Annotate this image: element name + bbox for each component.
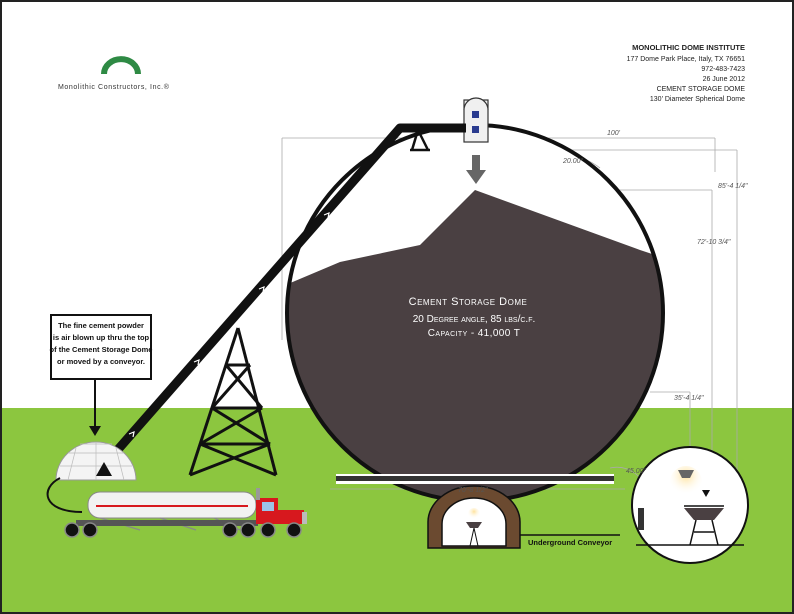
dim-angle-top: 20.00° [562,157,584,165]
callout-text: The fine cement powder is air blown up t… [50,321,153,366]
company-logo [101,56,141,75]
loading-igloo [55,441,137,481]
dome-label-capacity: Capacity - 41,000 T [428,328,520,339]
tanker-truck [64,488,307,538]
dome-label-spec: 20 Degree angle, 85 lbs/c.f. [413,314,536,325]
drawing-title: CEMENT STORAGE DOME [657,86,746,93]
dim-angle-bottom: 45.00° [626,467,647,475]
air-conveyor [96,123,466,473]
company-name: Monolithic Constructors, Inc.® [58,83,170,91]
drawing-subtitle: 130' Diameter Spherical Dome [650,96,745,103]
callout-line-1: The fine cement powder [58,321,144,330]
tunnel-section [427,485,521,549]
callout-box [50,314,152,380]
dome-cupola [463,97,489,143]
drawing-date: 26 June 2012 [703,76,746,83]
institute-name: MONOLITHIC DOME INSTITUTE [632,43,745,52]
fill-arrow-icon [466,155,486,184]
dim-width: 100' [607,130,621,137]
dim-height-side: 35'-4 1/4" [674,395,704,402]
dim-height-fill: 72'-10 3/4" [697,239,731,246]
conveyor-label: Underground Conveyor [528,538,612,547]
tunnel-detail [631,446,749,564]
dimension-labels: 100' 20.00° 85'-4 1/4" 72'-10 3/4" 35'-4… [458,130,748,494]
title-block: MONOLITHIC DOME INSTITUTE 177 Dome Park … [627,43,746,103]
support-tower [188,327,278,477]
dome-label-title: Cement Storage Dome [409,296,528,308]
dim-base-width: 70'-8 1/2" [458,487,488,494]
callout-line-3: of the Cement Storage Dome [50,345,153,354]
institute-address: 177 Dome Park Place, Italy, TX 76651 [627,56,746,63]
dome-foundation [336,476,614,481]
callout-arrow-icon [89,426,101,436]
callout-line-4: or moved by a conveyor. [57,357,145,366]
dome-label: Cement Storage Dome 20 Degree angle, 85 … [409,296,536,339]
air-hose [46,477,83,513]
institute-phone: 972-483-7423 [701,66,745,73]
cement-pile [287,190,663,501]
dim-height-total: 85'-4 1/4" [718,183,748,190]
callout-line-2: is air blown up thru the top [53,333,150,342]
